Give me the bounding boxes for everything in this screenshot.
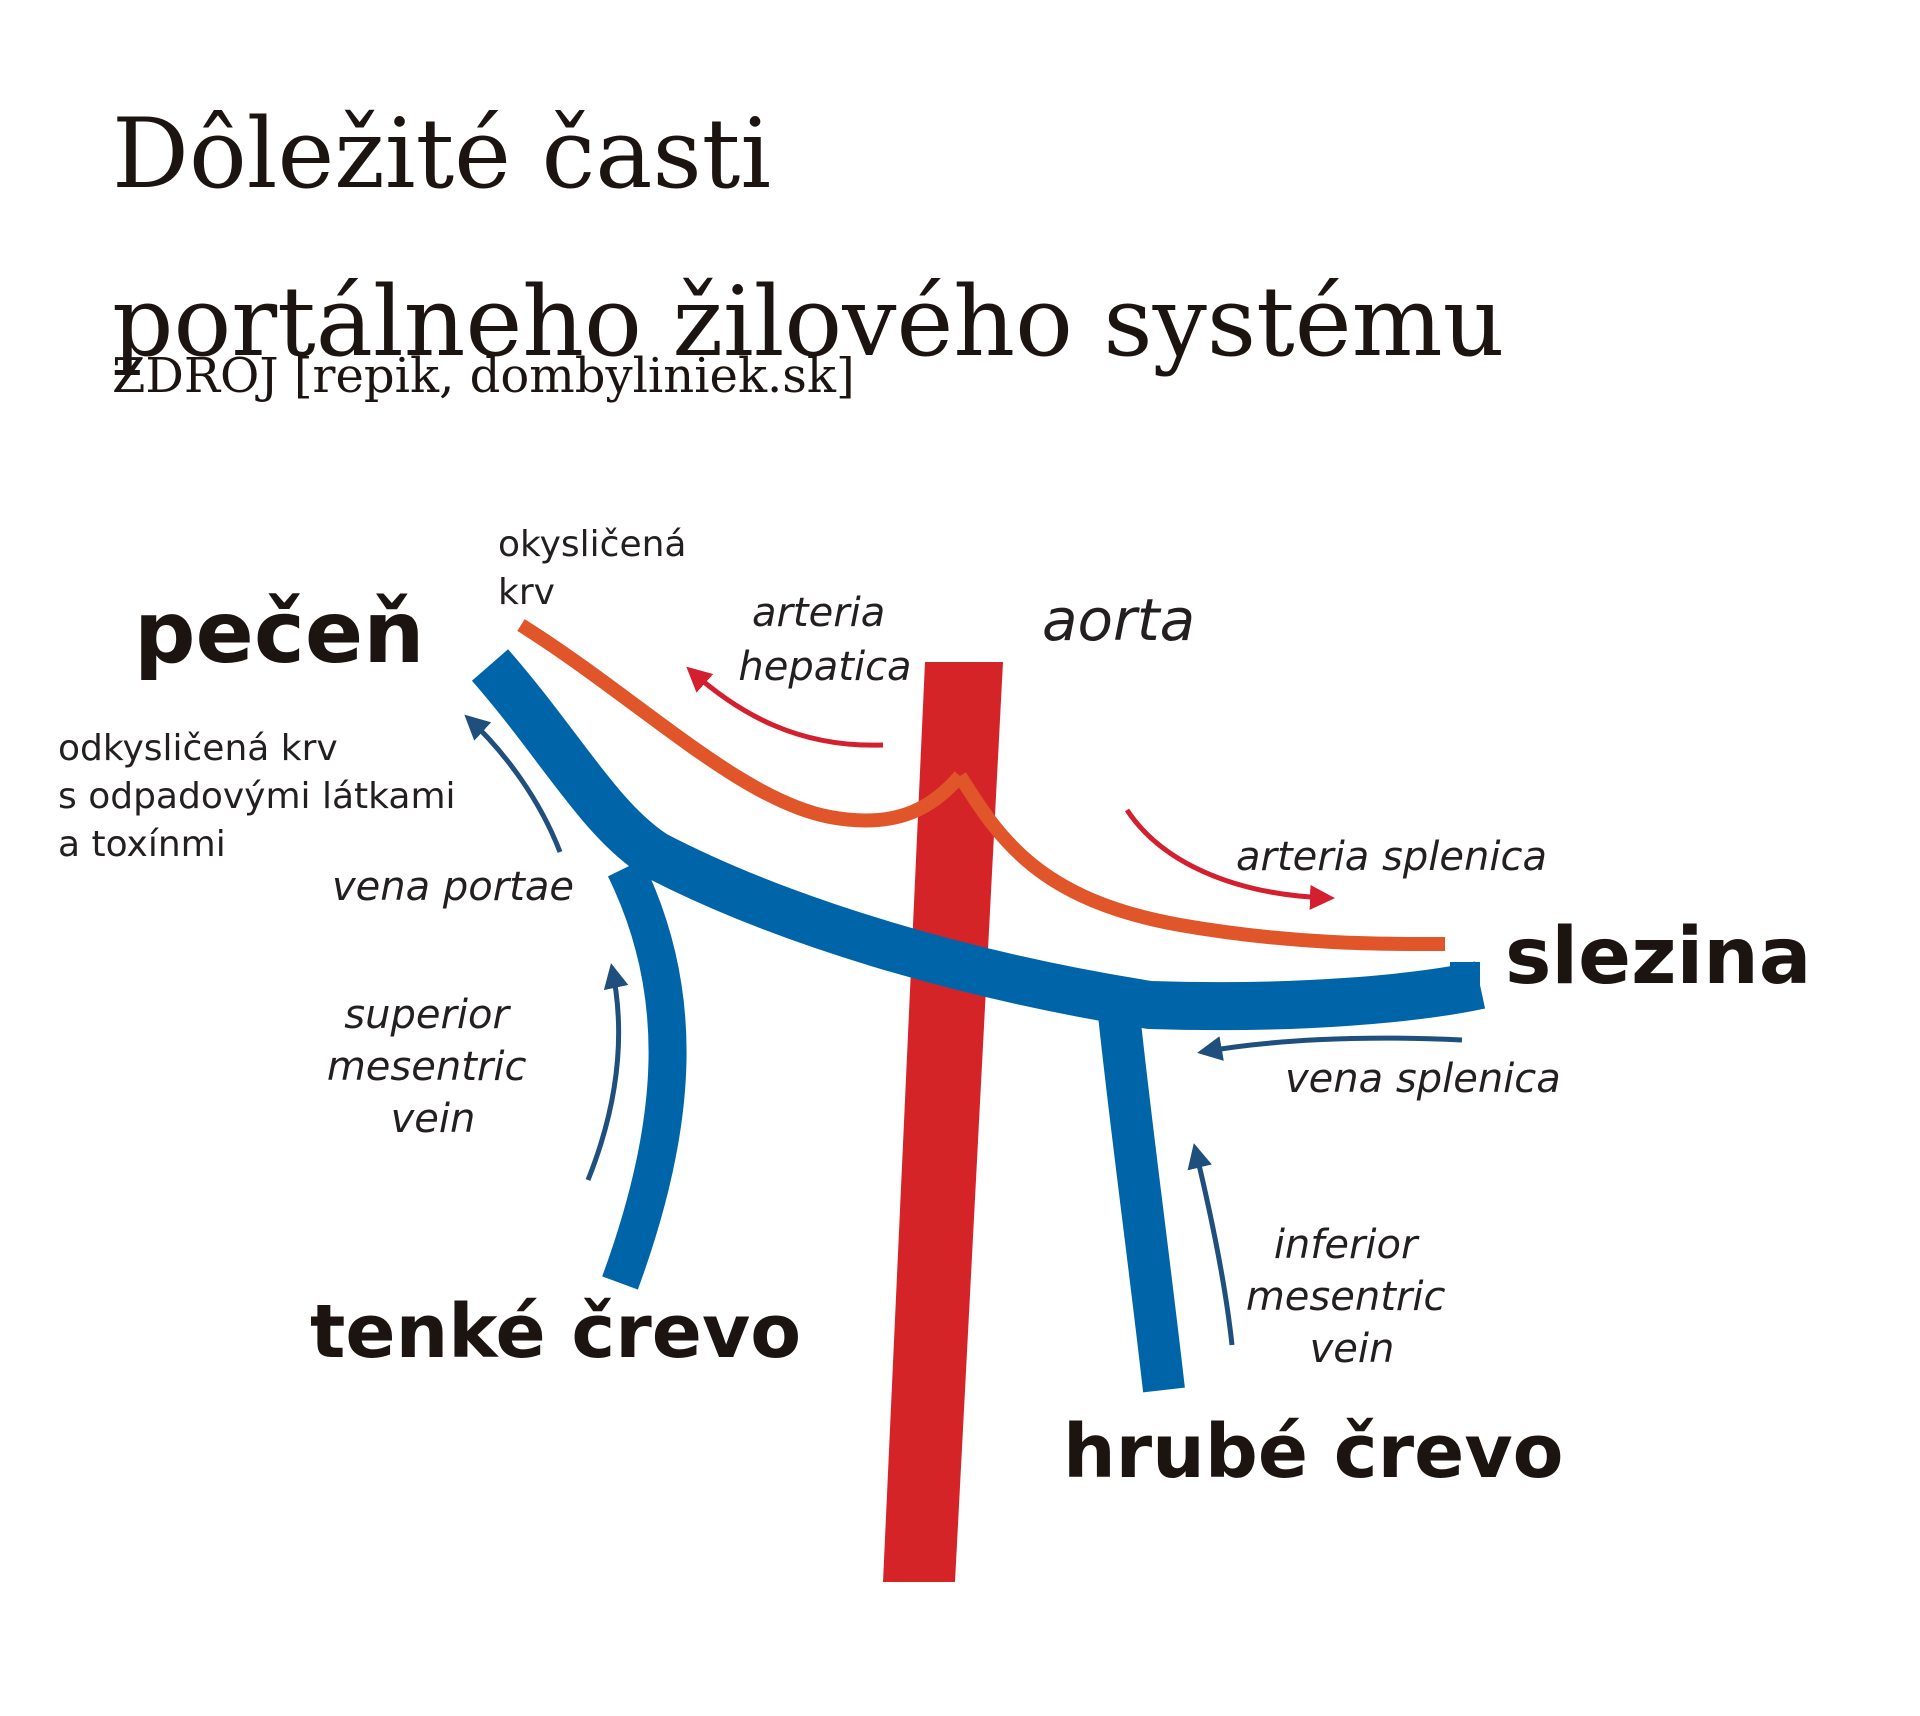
inferior-mesenteric-line-1: inferior [1274, 1222, 1420, 1268]
splenic-vein-flow-arrow [1197, 1035, 1463, 1061]
hepatic-artery-label: arteria hepatica [738, 590, 911, 690]
inferior-mesenteric-line-3: vein [1310, 1326, 1395, 1372]
superior-mesenteric-vein-label: superior mesentric vein [327, 992, 539, 1142]
diagram-title: Dôležité časti portálneho žilového systé… [112, 70, 1504, 406]
splenic-vein-label: vena splenica [1285, 1056, 1561, 1102]
portal-vein-flow-arrow [464, 714, 563, 853]
inferior-mesenteric-vein-label: inferior mesentric vein [1246, 1222, 1458, 1372]
portal-vein-vessel [471, 649, 1486, 1031]
splenic-artery-flow-arrow [1124, 808, 1335, 910]
title-line-1: Dôležité časti [112, 98, 772, 210]
liver-label: pečeň [134, 583, 424, 683]
splenic-artery-vessel [954, 772, 1446, 952]
title-line-2: portálneho žilového systému [112, 266, 1505, 378]
hepatic-artery-label-line-1: arteria [752, 590, 885, 636]
aorta-vessel [883, 662, 1003, 1582]
inferior-mesenteric-flow-arrow [1187, 1143, 1235, 1346]
superior-mesenteric-vein-vessel [602, 859, 687, 1290]
inferior-mesenteric-line-2: mesentric [1246, 1274, 1446, 1320]
deoxygenated-blood-line-1: odkysličená krv [58, 728, 338, 769]
superior-mesenteric-line-1: superior [344, 992, 511, 1038]
oxygenated-blood-note: okysličená krv [498, 524, 698, 613]
hepatic-artery-flow-arrow [686, 666, 884, 748]
splenic-artery-label: arteria splenica [1236, 834, 1547, 880]
small-intestine-label: tenké črevo [310, 1289, 801, 1375]
source-credit: ZDROJ [repik, dombyliniek.sk] [112, 348, 855, 404]
hepatic-artery-label-line-2: hepatica [738, 644, 911, 690]
portal-vein-label: vena portae [332, 864, 574, 910]
superior-mesenteric-flow-arrow [585, 963, 629, 1181]
superior-mesenteric-line-2: mesentric [327, 1044, 527, 1090]
inferior-mesenteric-vein-vessel [1097, 1002, 1185, 1393]
deoxygenated-blood-line-3: a toxínmi [58, 824, 226, 865]
splenic-vein-end [1450, 962, 1480, 1008]
spleen-label: slezina [1505, 912, 1811, 1002]
oxygenated-blood-line-2: krv [498, 572, 555, 613]
deoxygenated-blood-line-2: s odpadovými látkami [58, 776, 456, 817]
deoxygenated-blood-note: odkysličená krv s odpadovými látkami a t… [58, 728, 467, 865]
aorta-label: aorta [1042, 586, 1195, 654]
oxygenated-blood-line-1: okysličená [498, 524, 686, 565]
hepatic-artery-vessel [517, 619, 966, 828]
large-intestine-label: hrubé črevo [1063, 1409, 1563, 1495]
superior-mesenteric-line-3: vein [391, 1096, 476, 1142]
